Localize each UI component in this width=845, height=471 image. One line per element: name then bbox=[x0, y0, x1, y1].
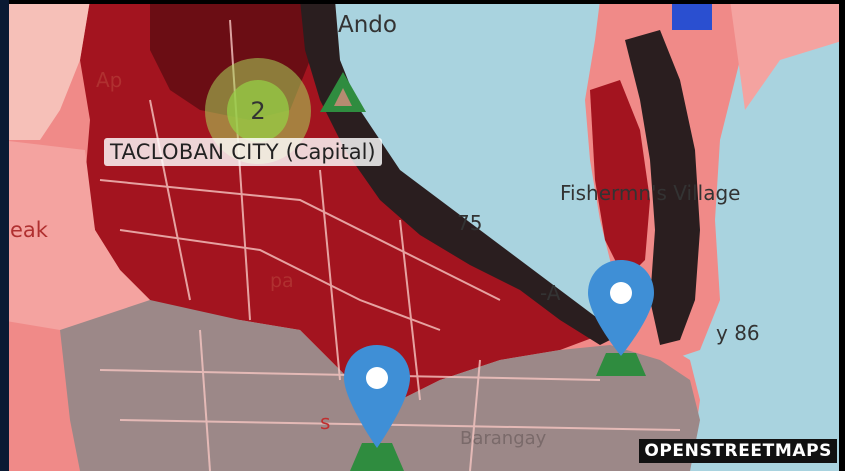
frame-right bbox=[839, 0, 845, 471]
water-spot bbox=[672, 4, 712, 30]
road-label-75: 75 bbox=[457, 211, 483, 235]
city-label[interactable]: TACLOBAN CITY (Capital) bbox=[104, 138, 382, 166]
place-label-peak: eak bbox=[10, 218, 48, 242]
place-label-top: Ando bbox=[338, 12, 397, 38]
residential-pink bbox=[0, 140, 150, 330]
place-label-s: s bbox=[320, 410, 331, 434]
cluster-count: 2 bbox=[227, 80, 289, 142]
road-label-a: -A bbox=[540, 281, 561, 305]
place-label-pa: pa bbox=[270, 270, 294, 292]
street-lines bbox=[99, 19, 681, 471]
frame-top bbox=[0, 0, 845, 4]
place-label-fishermans-village: Fishermn's Village bbox=[560, 181, 741, 205]
left-pale-area bbox=[0, 0, 90, 140]
peninsula-red bbox=[590, 80, 650, 280]
place-label-barangay: Barangay bbox=[460, 428, 547, 449]
green-triangle-marker-top[interactable] bbox=[318, 70, 368, 114]
map-attribution: OPENSTREETMAPS bbox=[639, 439, 837, 463]
peninsula-urban bbox=[625, 30, 700, 345]
location-pin-icon[interactable] bbox=[342, 343, 412, 471]
frame-left bbox=[0, 0, 9, 471]
place-label-apit: Ap bbox=[96, 68, 123, 92]
coastal-urban-strip bbox=[300, 0, 620, 345]
road-label-86: y 86 bbox=[716, 321, 760, 345]
location-pin-icon[interactable] bbox=[586, 258, 656, 388]
residential-pink-2 bbox=[700, 0, 845, 110]
city-name: TACLOBAN CITY bbox=[110, 140, 279, 164]
city-suffix: (Capital) bbox=[285, 140, 376, 164]
